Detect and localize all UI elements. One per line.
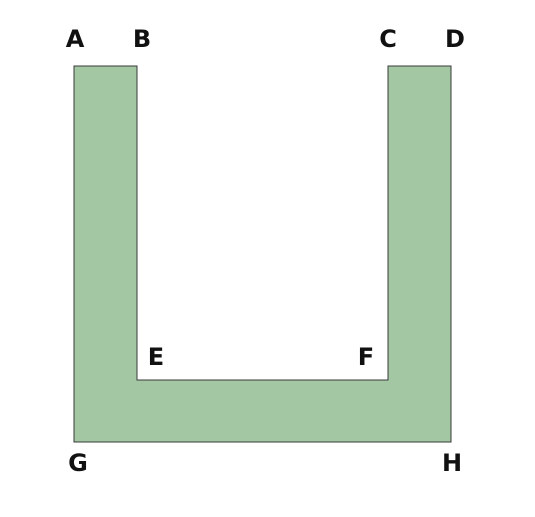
vertex-label-e: E — [148, 343, 164, 371]
u-shaped-region — [73, 65, 452, 443]
vertex-label-h: H — [442, 449, 462, 477]
vertex-label-f: F — [358, 343, 374, 371]
vertex-label-a: A — [66, 25, 85, 53]
vertex-label-b: B — [133, 25, 151, 53]
vertex-label-d: D — [445, 25, 465, 53]
vertex-label-c: C — [379, 25, 397, 53]
vertex-label-g: G — [68, 449, 88, 477]
